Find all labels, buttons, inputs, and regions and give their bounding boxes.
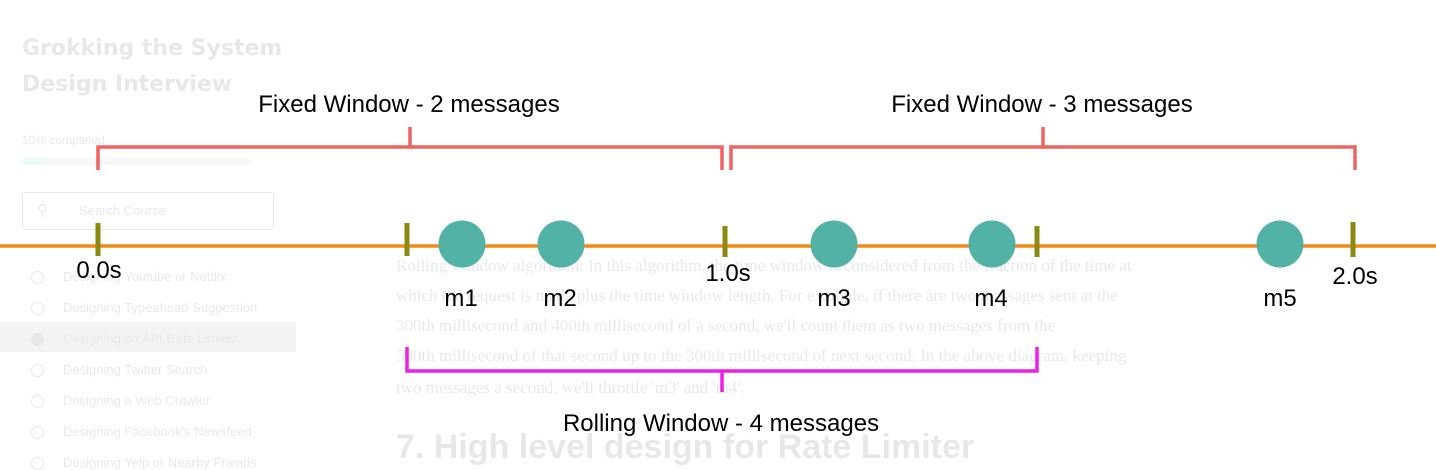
message-label-m2: m2 bbox=[543, 285, 576, 312]
message-label-m5: m5 bbox=[1263, 285, 1296, 312]
message-marker bbox=[1256, 220, 1304, 268]
fixed-window-2-bracket bbox=[729, 127, 1357, 170]
message-label-m4: m4 bbox=[974, 285, 1007, 312]
message-marker bbox=[810, 220, 858, 268]
message-marker bbox=[438, 220, 486, 268]
message-marker bbox=[968, 220, 1016, 268]
fixed-window-1-label: Fixed Window - 2 messages bbox=[258, 91, 559, 118]
time-label-2s: 2.0s bbox=[1332, 263, 1377, 290]
rolling-window-label: Rolling Window - 4 messages bbox=[563, 410, 879, 437]
fixed-window-1-bracket bbox=[96, 127, 724, 170]
time-label-0s: 0.0s bbox=[76, 257, 121, 284]
rolling-window-bracket bbox=[405, 347, 1039, 392]
time-label-1s: 1.0s bbox=[705, 260, 750, 287]
message-label-m1: m1 bbox=[444, 285, 477, 312]
message-label-m3: m3 bbox=[817, 285, 850, 312]
fixed-window-2-label: Fixed Window - 3 messages bbox=[891, 91, 1192, 118]
message-marker bbox=[537, 220, 585, 268]
